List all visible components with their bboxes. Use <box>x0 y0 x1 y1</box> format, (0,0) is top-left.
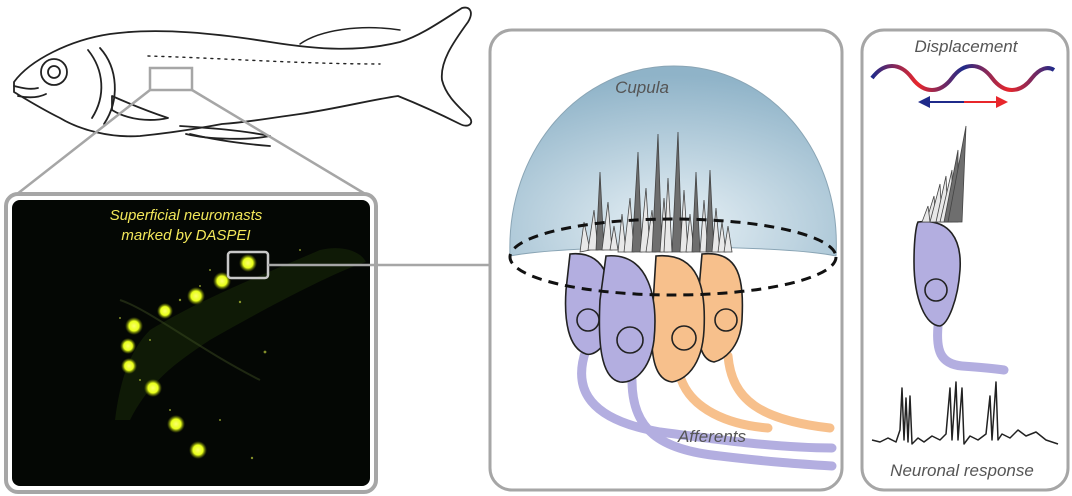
zoom-line-right <box>191 88 373 200</box>
displacement-wave <box>870 64 1056 92</box>
cupula-label: Cupula <box>615 78 669 97</box>
response-panel: Displacement Ne <box>860 28 1070 492</box>
afferents-label: Afferents <box>677 427 747 446</box>
cupula-base-ellipse <box>508 217 838 297</box>
hair-cell-orange-front <box>650 255 706 383</box>
spike-train <box>871 381 1059 445</box>
stereocilia <box>579 131 733 253</box>
hair-cell-purple-front <box>598 255 656 383</box>
zoom-line-left <box>11 89 151 199</box>
photo-caption-line2: marked by DASPEI <box>121 227 250 244</box>
neuromast-dots <box>120 254 257 459</box>
displacement-label: Displacement <box>915 37 1019 56</box>
double-arrow-icon <box>918 96 1008 108</box>
afferent-fibers <box>577 345 837 471</box>
fluorescence-panel: Superficial neuromasts marked by DASPEI <box>4 192 378 494</box>
neuronal-response-label: Neuronal response <box>890 461 1034 480</box>
zoom-region-box <box>148 66 194 92</box>
neuromast-panel: Cupula Afferents <box>488 28 844 492</box>
fish-outline <box>13 6 473 147</box>
photo-caption-line1: Superficial neuromasts <box>110 207 263 224</box>
hair-cells <box>564 252 744 383</box>
single-hair-cell <box>913 125 1009 375</box>
